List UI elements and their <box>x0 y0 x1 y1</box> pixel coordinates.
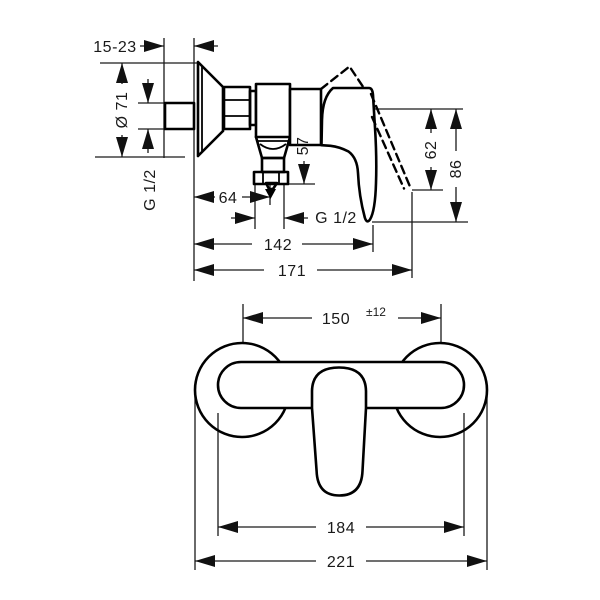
dim-wall-distance-label: 15-23 <box>93 39 136 56</box>
dim-spacing-tolerance-label: ±12 <box>366 305 386 319</box>
dim-body-width-label: 184 <box>327 520 355 537</box>
handle-open-position-dashed-outer <box>369 92 413 191</box>
dim-inlet-thread-label: G 1/2 <box>142 169 159 211</box>
dim-depth-open-label: 171 <box>278 263 306 280</box>
dim-drop-total-label: 86 <box>448 160 465 179</box>
side-view: 15-23 Ø 71 G 1/2 64 57 G 1/2 142 171 62 … <box>93 38 468 281</box>
dim-overall-width-label: 221 <box>327 554 355 571</box>
dim-outlet-height-label: 57 <box>295 137 312 156</box>
dim-escutcheon-diameter-label: Ø 71 <box>114 92 131 129</box>
dim-spacing-label: 150 <box>322 311 350 328</box>
supply-pipe-stub <box>163 101 196 131</box>
escutcheon-cone <box>196 60 225 158</box>
collar-detail <box>258 140 288 150</box>
dim-outlet-thread-label: G 1/2 <box>315 210 357 227</box>
hose-nut-facets <box>262 172 280 184</box>
dim-outlet-offset-label: 64 <box>219 190 238 207</box>
handle-raised-position-dashed <box>319 65 365 91</box>
valve-body-side <box>254 82 292 139</box>
handle-open-position-dashed-inner <box>370 115 406 190</box>
outlet-nipple <box>264 181 279 191</box>
dim-depth-closed-label: 142 <box>264 237 292 254</box>
handle-side <box>320 86 378 223</box>
outlet-neck <box>260 156 286 174</box>
dim-drop-open-label: 62 <box>423 141 440 160</box>
hex-nut-flats <box>224 99 250 117</box>
handle-front <box>310 366 368 497</box>
connection-hex-nut <box>222 85 252 131</box>
front-view: 150 ±12 184 221 <box>193 304 489 571</box>
outlet-tip <box>265 189 276 199</box>
